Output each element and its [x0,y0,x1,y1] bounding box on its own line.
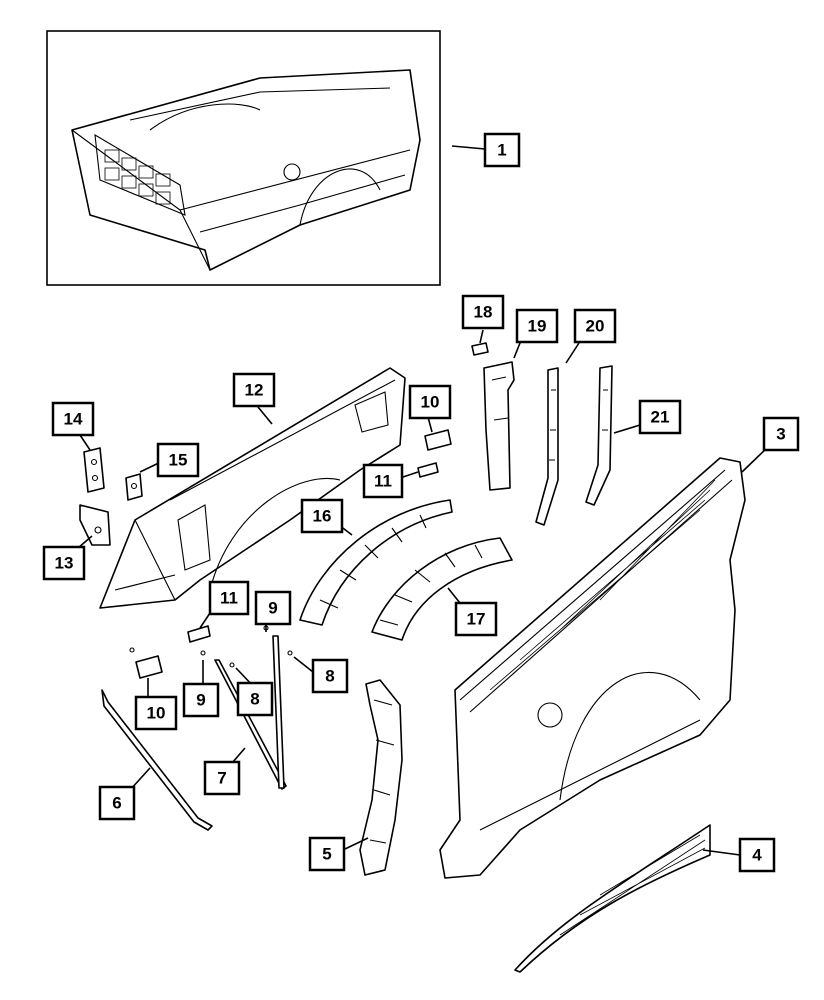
callout-7-label: 7 [217,769,226,788]
callout-3-label: 3 [776,425,785,444]
callout-8-left: 8 [236,681,274,717]
callout-8-left-label: 8 [250,690,259,709]
part-left-bed-side [99,367,406,609]
callout-17: 17 [454,601,498,637]
callout-9-upper: 9 [254,590,292,626]
callout-19-label: 19 [528,317,547,336]
part-clip-11-upper [417,462,439,478]
callout-1-label: 1 [497,141,506,160]
callout-6: 6 [98,785,136,821]
part-clip-11-lower [187,625,211,643]
callout-11-upper: 11 [362,463,404,499]
callout-19: 19 [515,308,559,344]
callout-20: 20 [573,308,617,344]
callout-14: 14 [51,401,95,437]
part-decal-4 [514,824,711,973]
part-bracket-21 [585,365,613,506]
callout-5: 5 [308,836,346,872]
part-pillar-5 [359,679,403,876]
bed-assembly-inset [46,30,441,286]
callout-12: 12 [232,372,276,408]
callout-21-label: 21 [651,408,670,427]
part-clip-18 [471,342,489,356]
callout-6-label: 6 [112,794,121,813]
callout-12-label: 12 [245,381,264,400]
callout-13: 13 [42,545,86,581]
callout-10-upper: 10 [408,384,452,420]
part-support-rod-6 [101,689,213,831]
part-bracket-14 [83,447,105,493]
callout-17-label: 17 [467,610,486,629]
callout-9-upper-label: 9 [268,599,277,618]
part-bracket-15 [125,473,143,501]
callout-10-lower: 10 [134,695,178,731]
callout-5-label: 5 [322,845,331,864]
part-bracket-10-lower [129,647,163,679]
part-bracket-20 [535,367,559,526]
callout-4: 4 [738,837,776,873]
callout-3: 3 [762,416,800,452]
callout-8-right: 8 [311,658,349,694]
part-wheelhouse-17 [371,537,513,641]
callout-10-upper-label: 10 [421,393,440,412]
callout-16-label: 16 [313,507,332,526]
part-panel-19 [483,361,515,491]
callout-8-right-label: 8 [325,667,334,686]
part-bracket-10-upper [424,429,452,451]
part-outer-bed-side [439,457,746,879]
callout-16: 16 [300,498,344,534]
part-bracket-13 [79,504,111,546]
callout-7: 7 [203,760,241,796]
callout-13-label: 13 [55,554,74,573]
callout-15: 15 [156,442,200,478]
callout-14-label: 14 [64,410,83,429]
callout-10-lower-label: 10 [147,704,166,723]
callout-4-label: 4 [752,846,762,865]
callout-11-lower: 11 [208,580,250,616]
callout-20-label: 20 [586,317,605,336]
callout-1: 1 [483,132,521,168]
callout-11-lower-label: 11 [220,589,238,608]
callout-9-lower-label: 9 [196,691,205,710]
callout-15-label: 15 [169,451,188,470]
callout-11-upper-label: 11 [374,472,392,491]
part-wheelhouse-16 [299,499,453,626]
part-support-rod-7 [214,635,287,790]
callout-18: 18 [461,294,505,330]
callout-21: 21 [638,399,682,435]
callout-9-lower: 9 [182,682,220,718]
callout-18-label: 18 [474,303,493,322]
